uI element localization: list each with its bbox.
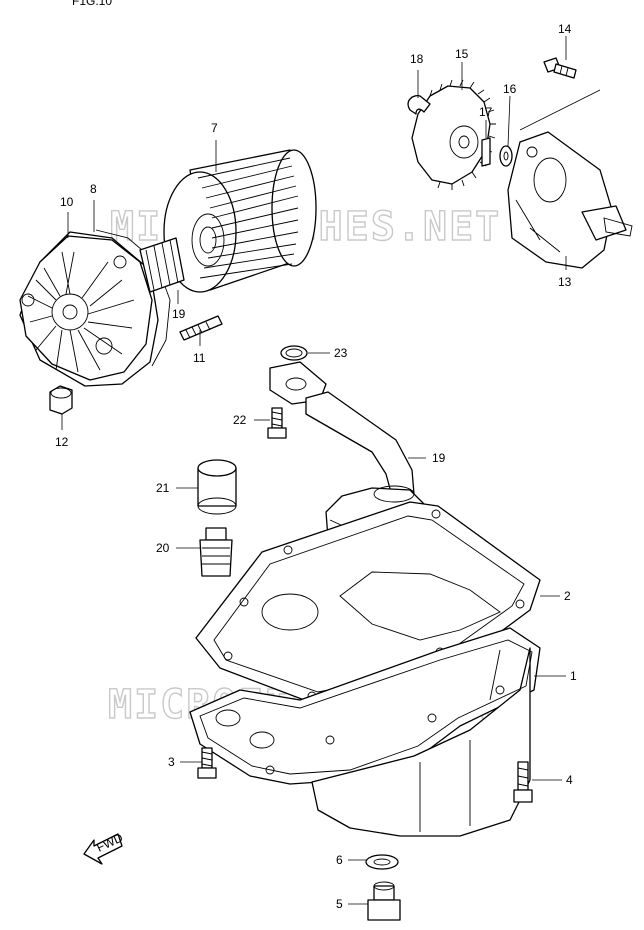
drain-washer: [365, 854, 399, 870]
strainer-o-ring: [280, 345, 308, 361]
callout-2: 2: [564, 589, 571, 603]
pump-gear: [411, 79, 496, 190]
oil-filter-cover: [19, 231, 159, 387]
drain-plug: [367, 881, 401, 921]
callout-22: 22: [233, 413, 247, 427]
callout-15: 15: [455, 47, 469, 61]
drain-cap-nut: [49, 385, 73, 415]
callout-13: 13: [558, 275, 572, 289]
callout-12: 12: [55, 435, 69, 449]
leader-lines: [61, 36, 601, 905]
oil-pan: [189, 627, 541, 837]
callout-4: 4: [566, 773, 573, 787]
callout-3: 3: [168, 755, 175, 769]
callout-11: 11: [193, 351, 206, 365]
pan-bolt-right: [513, 761, 533, 803]
figure-header: F1G.10: [72, 0, 113, 8]
rubber-damper: [197, 459, 237, 515]
callout-16: 16: [503, 82, 517, 96]
dowel-pin: [481, 137, 491, 167]
callout-8: 8: [90, 182, 97, 196]
callout-21: 21: [156, 481, 170, 495]
callout-17: 17: [479, 105, 493, 119]
callout-18: 18: [410, 52, 424, 66]
filter-spring: [139, 237, 185, 293]
callout-6: 6: [336, 853, 343, 867]
callout-labels: 7 8 10 19 11 12 14 15 18 16 17 13 23 22 …: [55, 22, 577, 911]
pump-washer: [499, 145, 513, 167]
oil-plug: [199, 527, 233, 577]
callout-14: 14: [558, 22, 572, 36]
callout-20: 20: [156, 541, 170, 555]
forward-arrow-icon: FWD: [83, 830, 125, 865]
stud-bolt: [179, 315, 223, 341]
oil-pump: [507, 131, 633, 269]
callout-1: 1: [570, 669, 577, 683]
callout-7: 7: [211, 121, 218, 135]
strainer-bolt: [267, 407, 287, 439]
callout-23: 23: [334, 346, 348, 360]
pump-bolt: [543, 57, 577, 79]
callout-5: 5: [336, 897, 343, 911]
pan-bolt-left: [197, 747, 217, 779]
callout-10: 10: [60, 195, 74, 209]
callout-19-lower: 19: [432, 451, 446, 465]
oil-filter: [163, 149, 317, 293]
callout-19-upper: 19: [172, 307, 186, 321]
circlip: [407, 94, 431, 115]
